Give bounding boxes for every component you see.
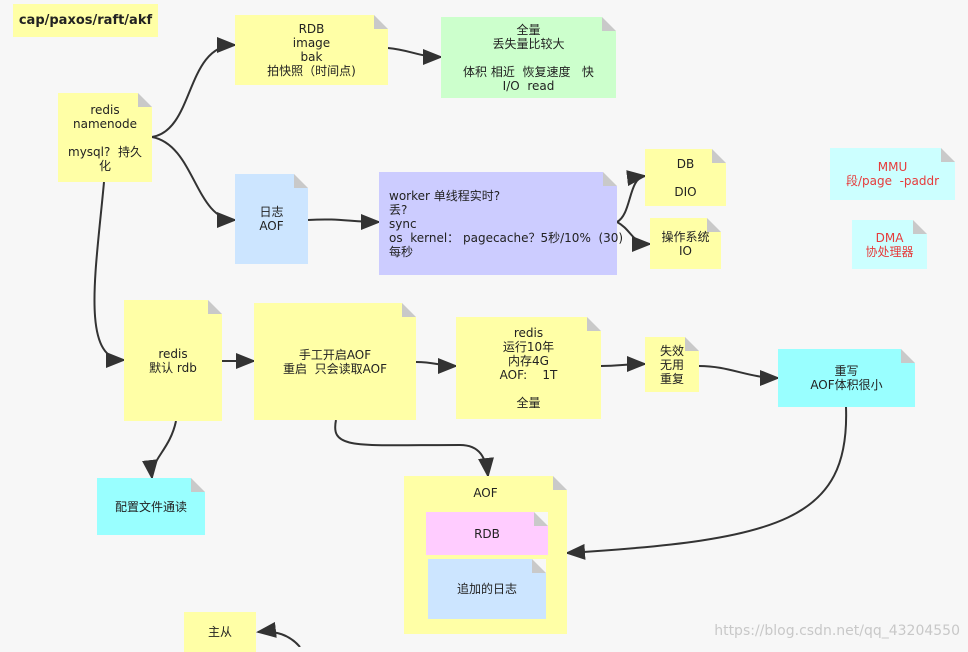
edge-worker-os: [616, 221, 652, 252]
redis-10y-line: AOF: 1T: [499, 368, 558, 382]
edge-manual-aof: [334, 419, 494, 478]
redis-10y-line: redis: [513, 326, 544, 340]
rdb-line: RDB: [298, 22, 325, 36]
log-aof-line: 日志: [259, 205, 284, 219]
invalid-line: 失效: [659, 343, 684, 358]
watermark-text: https://blog.csdn.net/qq_43204550: [714, 623, 960, 639]
rewrite-line: AOF体积很小: [810, 378, 883, 392]
redis-10y-line: 运行10年: [502, 340, 555, 354]
mmu-line: MMU: [877, 160, 908, 174]
edge-namenode-aof: [151, 136, 237, 228]
full-line: I/O read: [502, 78, 555, 93]
rewrite-line: 重写: [834, 364, 859, 378]
redis-namenode-line: namenode: [73, 116, 137, 131]
worker-line: 每秒: [389, 244, 414, 259]
os-io-line: IO: [679, 243, 692, 258]
redis-namenode-line: mysql? 持久: [68, 144, 142, 159]
note-master-slave: 主从: [184, 612, 256, 652]
edge-worker-db: [616, 170, 647, 223]
rdb-line: image: [292, 36, 331, 50]
edge-manual-redis10: [415, 357, 458, 374]
redis-namenode-line: redis: [90, 102, 120, 117]
master-slave-line: 主从: [207, 625, 232, 639]
edge-namenode-rdb: [151, 37, 237, 138]
redis-default-line: redis: [158, 346, 188, 361]
edge-to-master-slave: [256, 621, 301, 647]
worker-line: sync: [389, 216, 417, 231]
full-line: 体积 相近 恢复速度 快: [463, 64, 594, 79]
os-io-line: 操作系统: [661, 229, 710, 244]
edge-redis10-invalid: [600, 356, 647, 373]
edge-default-config: [142, 420, 177, 480]
worker-line: worker 单线程实时?: [389, 188, 501, 203]
edge-namenode-default: [93, 181, 126, 368]
edge-rewrite-aof: [565, 406, 848, 560]
log-aof-line: AOF: [259, 219, 284, 233]
mmu-line: 段/page -paddr: [845, 174, 940, 188]
rdb-line: bak: [300, 50, 323, 64]
edge-rdb-full: [387, 47, 443, 65]
dma-line: DMA: [875, 230, 904, 245]
note-aof-appended-log: 追加的日志: [428, 559, 546, 619]
redis-10y-line: 全量: [516, 396, 541, 410]
note-db-dio: DB DIO: [645, 149, 726, 206]
aof-rdb-line: RDB: [474, 526, 500, 541]
redis-10y-line: 内存4G: [508, 354, 549, 368]
rdb-line: 拍快照（时间点): [267, 64, 356, 78]
note-invalid-duplicate: 失效无用重复: [645, 337, 699, 392]
manual-aof-line: 重启 只会读取AOF: [283, 361, 387, 376]
redis-default-line: 默认 rdb: [149, 360, 197, 375]
worker-line: os kernel： pagecache？5秒/10% (30): [389, 230, 624, 245]
note-config-read: 配置文件通读: [97, 478, 205, 535]
config-line: 配置文件通读: [114, 499, 187, 514]
invalid-line: 无用: [659, 357, 684, 372]
note-title: cap/paxos/raft/akf: [13, 4, 158, 37]
title-line: cap/paxos/raft/akf: [18, 12, 153, 28]
aof-box-line: AOF: [473, 486, 498, 500]
redis-namenode-line: 化: [98, 158, 111, 173]
invalid-line: 重复: [659, 371, 684, 386]
full-line: 全量: [516, 22, 541, 37]
edge-aof-worker: [307, 213, 381, 230]
edge-invalid-rewrite: [698, 365, 780, 386]
aof-log-line: 追加的日志: [456, 582, 517, 596]
dma-line: 协处理器: [865, 244, 914, 259]
note-aof-rdb: RDB: [426, 512, 548, 555]
worker-line: 丢?: [389, 202, 408, 217]
manual-aof-line: 手工开启AOF: [298, 347, 372, 362]
db-dio-line: DB: [676, 156, 695, 171]
db-dio-line: DIO: [674, 184, 697, 199]
full-line: 丢失量比较大: [492, 36, 565, 51]
